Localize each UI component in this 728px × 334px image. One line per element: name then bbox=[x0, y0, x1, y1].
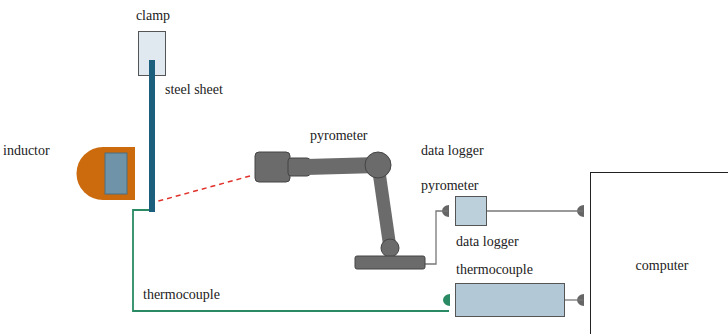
robot-outline bbox=[250, 150, 430, 272]
node-label: computer bbox=[636, 258, 689, 274]
inductor-coil bbox=[105, 153, 127, 194]
arm-base bbox=[355, 256, 425, 269]
node-label: data logger bbox=[421, 143, 484, 159]
node-label: data logger bbox=[456, 234, 519, 250]
node-label: inductor bbox=[3, 143, 50, 159]
thermocouple-plug bbox=[443, 294, 450, 306]
node-label: clamp bbox=[136, 8, 170, 24]
pyrometer-device: pyrometer bbox=[250, 150, 430, 272]
inductor-body bbox=[77, 147, 136, 200]
pyrometer-head bbox=[255, 152, 290, 182]
edge-label: thermocouple bbox=[141, 287, 222, 303]
pyrometer-logger: data loggerpyrometer bbox=[455, 196, 487, 226]
node-label: thermocouple bbox=[456, 262, 533, 278]
node-label: pyrometer bbox=[421, 178, 479, 194]
node-label: pyrometer bbox=[310, 128, 368, 144]
arm-joint bbox=[381, 239, 399, 257]
inductor: inductor bbox=[75, 147, 135, 200]
connector-line bbox=[155, 176, 250, 202]
connector-line bbox=[425, 211, 448, 264]
steel-sheet: steel sheet bbox=[149, 60, 155, 212]
computer-box: computer bbox=[590, 172, 728, 334]
arm-joint bbox=[365, 152, 391, 178]
connector-line bbox=[133, 210, 449, 311]
thermocouple-logger: data loggerthermocouple bbox=[455, 283, 565, 317]
node-label: steel sheet bbox=[165, 82, 223, 98]
inductor-outline bbox=[75, 147, 135, 200]
connector-line bbox=[487, 210, 583, 211]
connector-line bbox=[565, 299, 583, 300]
